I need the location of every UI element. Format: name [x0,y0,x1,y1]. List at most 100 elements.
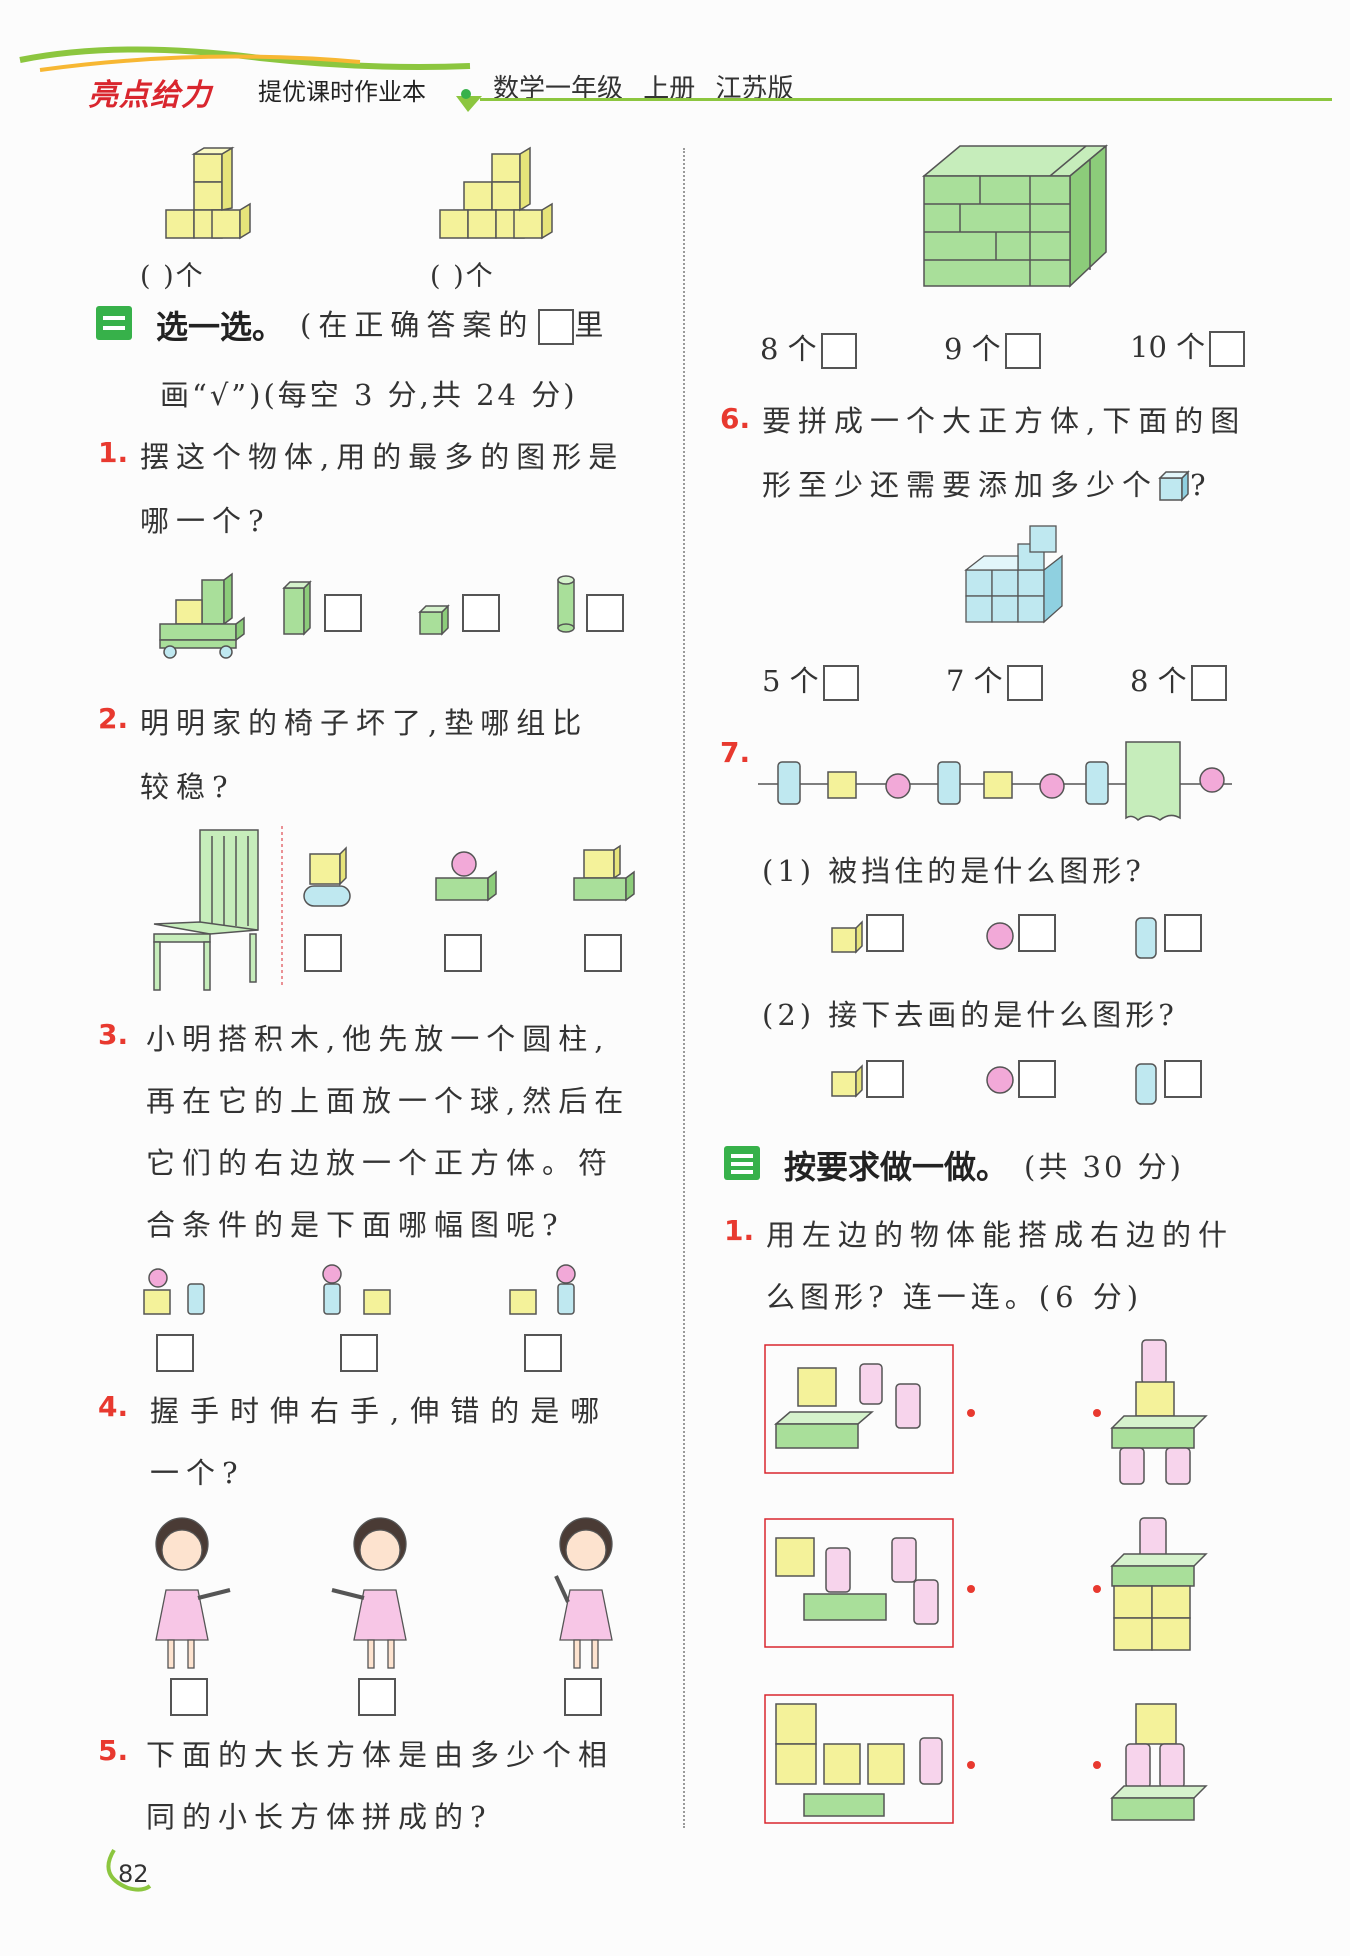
q2-option-a-box[interactable] [304,934,342,972]
match-dot-right-2[interactable] [1092,1584,1102,1594]
q5-option-c-box[interactable] [1209,331,1246,367]
q1-text-2: 哪一个? [140,504,271,538]
header-rule [480,98,1332,101]
q7-2-option-a-box[interactable] [866,1060,904,1098]
q5-option-b: 9 个 [944,326,1041,369]
q7-sub-question-1: (1) 被挡住的是什么图形? [762,854,1145,888]
q5-option-b-box[interactable] [1004,333,1041,369]
q3-text-1: 小明搭积木,他先放一个圆柱, [146,1022,611,1056]
ball-icon [986,1066,1014,1094]
match-left-set-1[interactable] [764,1344,954,1474]
q4-number: 4. [98,1390,129,1423]
page-number-swoosh [106,1848,152,1892]
q3-option-a-box[interactable] [156,1334,194,1372]
match-left-set-2[interactable] [764,1518,954,1648]
q5-number: 5. [98,1734,129,1767]
q2-number: 2. [98,702,129,735]
q6-text: 要拼成一个大正方体,下面的图 [762,404,1247,438]
small-cube-icon [418,604,450,636]
broken-chair-figure [153,826,283,991]
q4-option-a-box[interactable] [170,1678,208,1716]
q6-option-b-box[interactable] [1006,665,1043,701]
match-right-figure-3[interactable] [1110,1700,1210,1830]
block-vehicle-figure [159,572,245,659]
section-two-instruction: (在正确答案的里 [300,302,610,345]
blank-count-a[interactable]: ( )个 [140,261,205,292]
q6-option-c: 8 个 [1130,658,1227,701]
page-number: 82 [118,1860,149,1888]
section-two-instruction-2: 画“√”)(每空 3 分,共 24 分) [160,378,578,412]
q3-figure-c [509,1264,576,1315]
cylinder-icon [557,575,575,633]
q3-number: 3. [98,1018,129,1051]
q3-text-3: 它们的右边放一个正方体。符 [146,1146,615,1180]
section-two-title: 选一选。 [156,308,285,346]
match-dot-right-1[interactable] [1092,1408,1102,1418]
q4-option-b-box[interactable] [358,1678,396,1716]
q3-text-4: 合条件的是下面哪幅图呢? [146,1208,565,1242]
q4-option-c-box[interactable] [564,1678,602,1716]
large-cuboid-figure [921,144,1109,288]
brand-logo: 亮点给力 [88,78,212,113]
girl-figure-b [331,1517,407,1669]
section-three-points: (共 30 分) [1024,1150,1184,1184]
blank-count-b[interactable]: ( )个 [430,261,495,292]
sample-answer-box [538,309,575,345]
q1-option-c-box[interactable] [586,594,624,632]
match-dot-left-3[interactable] [966,1760,976,1770]
ball-on-block-figure [435,851,497,902]
tall-prism-icon [282,580,312,636]
q7-2-option-c-box[interactable] [1164,1060,1202,1098]
q1-option-b-box[interactable] [462,594,500,632]
q2-option-b-box[interactable] [444,934,482,972]
girl-figure-c [554,1517,613,1669]
q5-text: 下面的大长方体是由多少个相 [146,1738,615,1772]
q7-number: 7. [720,736,751,769]
q2-text: 明明家的椅子坏了,垫哪组比 [140,706,589,740]
match-dot-right-3[interactable] [1092,1760,1102,1770]
q7-1-option-b-box[interactable] [1018,914,1056,952]
q1-number: 1. [98,436,129,469]
cylinder-icon [1135,1063,1157,1105]
cube-on-block-figure [573,844,635,902]
q7-1-option-a-box[interactable] [866,914,904,952]
q6-option-c-box[interactable] [1190,665,1227,701]
q3-figure-a [143,1268,205,1315]
match-right-figure-2[interactable] [1110,1514,1210,1654]
cube-stack-figure-a [165,146,251,240]
q3-option-c-box[interactable] [524,1334,562,1372]
q3-figure-b [322,1264,391,1315]
q5-text-2: 同的小长方体拼成的? [146,1800,493,1834]
section-two-marker [96,306,132,340]
q7-2-option-b-box[interactable] [1018,1060,1056,1098]
q2-option-c-box[interactable] [584,934,622,972]
q4-text: 握手时伸右手,伸错的是哪 [150,1394,611,1428]
match-dot-left-2[interactable] [966,1584,976,1594]
q6-number: 6. [720,402,751,435]
q5-option-a: 8 个 [760,326,857,369]
small-cube-icon [1158,470,1190,502]
q5-option-a-box[interactable] [820,333,857,369]
book-series: 提优课时作业本 [258,78,426,106]
q6-option-a-box[interactable] [822,665,859,701]
s3-q1-text: 用左边的物体能搭成右边的什 [766,1218,1235,1252]
cylinder-icon [1135,917,1157,959]
q6-option-b: 7 个 [946,658,1043,701]
q7-1-option-c-box[interactable] [1164,914,1202,952]
match-right-figure-1[interactable] [1110,1336,1210,1486]
match-left-set-3[interactable] [764,1694,954,1824]
cube-on-cylinder-figure [303,846,351,907]
incomplete-cube-figure [964,525,1063,624]
q1-option-a-box[interactable] [324,594,362,632]
q3-option-b-box[interactable] [340,1334,378,1372]
q4-text-2: 一个? [150,1456,245,1490]
shape-sequence-figure [758,741,1232,822]
q5-option-c: 10 个 [1130,324,1246,367]
cube-icon [831,920,863,954]
column-divider [683,148,685,1828]
section-three-marker [724,1146,760,1180]
q6-option-a: 5 个 [762,658,859,701]
s3-q1-number: 1. [724,1214,755,1247]
cube-icon [831,1064,863,1098]
match-dot-left-1[interactable] [966,1408,976,1418]
